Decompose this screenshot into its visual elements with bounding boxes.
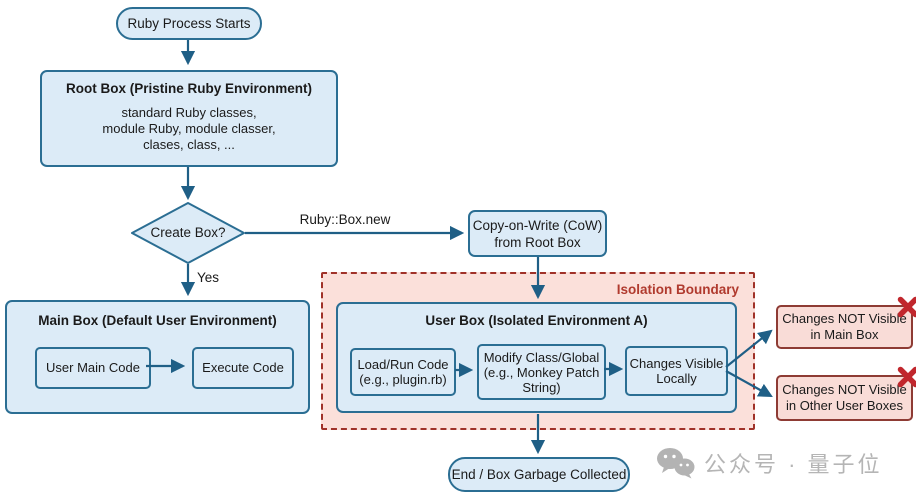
not-visible-other-line: in Other User Boxes bbox=[785, 398, 904, 413]
modify-line: (e.g., Monkey Patch bbox=[483, 364, 600, 380]
edge-label-yes: Yes bbox=[197, 270, 220, 285]
not-visible-main-line: in Main Box bbox=[810, 327, 879, 342]
node-create-box-decision: Create Box? bbox=[150, 225, 226, 240]
node-execute-code: Execute Code bbox=[192, 347, 294, 389]
node-ruby-process-starts: Ruby Process Starts bbox=[116, 7, 262, 40]
load-run-line: Load/Run Code bbox=[357, 356, 449, 372]
root-box-line: clases, class, ... bbox=[143, 137, 235, 152]
changes-line: Locally bbox=[656, 371, 697, 386]
node-main-box: Main Box (Default User Environment) User… bbox=[5, 300, 310, 414]
changes-line: Changes Visible bbox=[629, 355, 724, 371]
cow-line: Copy-on-Write (CoW) bbox=[472, 217, 603, 233]
load-run-line: (e.g., plugin.rb) bbox=[359, 372, 447, 387]
x-mark-icon bbox=[896, 365, 916, 389]
wechat-icon bbox=[657, 448, 695, 479]
modify-line: Modify Class/Global bbox=[483, 349, 600, 365]
not-visible-main-line: Changes NOT Visible bbox=[782, 311, 907, 326]
modify-line: String) bbox=[522, 379, 561, 395]
watermark: 公众号 · 量子位 bbox=[656, 447, 883, 479]
node-load-run-code: Load/Run Code (e.g., plugin.rb) bbox=[350, 348, 456, 396]
node-user-box: User Box (Isolated Environment A) Load/R… bbox=[336, 302, 737, 413]
root-box-body: standard Ruby classes, module Ruby, modu… bbox=[42, 105, 336, 153]
root-box-line: standard Ruby classes, bbox=[121, 105, 257, 120]
isolation-boundary-label: Isolation Boundary bbox=[616, 282, 739, 297]
cow-line: from Root Box bbox=[494, 234, 581, 250]
root-box-title: Root Box (Pristine Ruby Environment) bbox=[65, 81, 312, 96]
watermark-text: 公众号 · 量子位 bbox=[704, 452, 883, 477]
node-modify-class-global: Modify Class/Global (e.g., Monkey Patch … bbox=[477, 344, 606, 400]
node-not-visible-other-boxes: Changes NOT Visible in Other User Boxes bbox=[776, 366, 916, 421]
main-box-title: Main Box (Default User Environment) bbox=[38, 313, 277, 328]
user-main-code-label: User Main Code bbox=[46, 360, 140, 376]
node-end-garbage-collected: End / Box Garbage Collected bbox=[448, 457, 630, 492]
x-mark-icon bbox=[896, 295, 916, 319]
user-box-title: User Box (Isolated Environment A) bbox=[425, 313, 648, 328]
root-box-line: module Ruby, module classer, bbox=[102, 121, 276, 136]
x-icon bbox=[897, 296, 916, 318]
execute-code-label: Execute Code bbox=[202, 360, 284, 376]
node-root-box: Root Box (Pristine Ruby Environment) sta… bbox=[40, 70, 338, 167]
node-not-visible-main-box: Changes NOT Visible in Main Box bbox=[776, 296, 916, 349]
edge-label-ruby-box-new: Ruby::Box.new bbox=[299, 212, 391, 227]
node-changes-visible-locally: Changes Visible Locally bbox=[625, 346, 728, 396]
node-user-main-code: User Main Code bbox=[35, 347, 151, 389]
not-visible-other-line: Changes NOT Visible bbox=[782, 382, 907, 397]
end-label: End / Box Garbage Collected bbox=[451, 467, 627, 482]
node-copy-on-write: Copy-on-Write (CoW) from Root Box bbox=[468, 210, 607, 257]
start-label: Ruby Process Starts bbox=[127, 16, 251, 31]
x-icon bbox=[897, 366, 916, 388]
